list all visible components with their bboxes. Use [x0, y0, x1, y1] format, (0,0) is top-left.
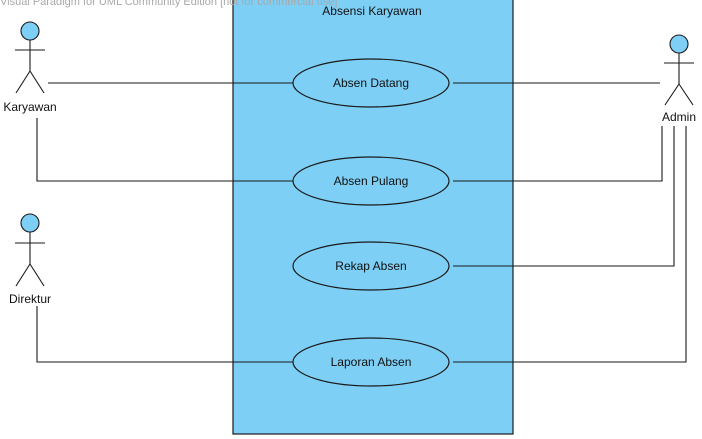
use-case-absen-pulang[interactable]: Absen Pulang [292, 156, 450, 206]
actor-left-leg [15, 263, 31, 287]
actor-right-leg [29, 70, 45, 94]
system-title: Absensi Karyawan [322, 4, 421, 18]
actor-head [20, 213, 40, 233]
assoc-admin-absen-pulang [453, 126, 663, 182]
assoc-admin-laporan-absen [453, 126, 687, 363]
assoc-admin-rekap-absen [453, 126, 675, 267]
watermark: Visual Paradigm for UML Community Editio… [0, 0, 338, 8]
actor-head [20, 21, 40, 41]
use-case-laporan-absen[interactable]: Laporan Absen [292, 337, 450, 387]
assoc-direktur-laporan-absen [36, 306, 294, 363]
association-lines [36, 82, 687, 363]
actor-karyawan[interactable] [15, 21, 45, 94]
use-case-ellipse [292, 58, 450, 108]
assoc-karyawan-absen-pulang [36, 118, 294, 182]
use-case-rekap-absen[interactable]: Rekap Absen [292, 241, 450, 291]
actor-admin[interactable] [664, 34, 694, 106]
actor-right-leg [678, 83, 694, 106]
use-case-label: Rekap Absen [335, 259, 406, 273]
use-case-label: Absen Datang [333, 76, 409, 90]
use-case-ellipse [292, 156, 450, 206]
actor-label-karyawan: Karyawan [3, 100, 56, 114]
actor-direktur[interactable] [15, 213, 45, 287]
use-case-ellipse [292, 337, 450, 387]
use-case-label: Absen Pulang [334, 174, 409, 188]
use-case-label: Laporan Absen [331, 355, 412, 369]
actor-left-leg [664, 83, 680, 106]
use-case-ellipse [292, 241, 450, 291]
actor-label-admin: Admin [662, 110, 696, 124]
actor-right-leg [29, 263, 45, 287]
actor-head [669, 34, 689, 54]
actor-left-leg [15, 70, 31, 94]
use-case-absen-datang[interactable]: Absen Datang [292, 58, 450, 108]
actor-label-direktur: Direktur [9, 292, 51, 306]
